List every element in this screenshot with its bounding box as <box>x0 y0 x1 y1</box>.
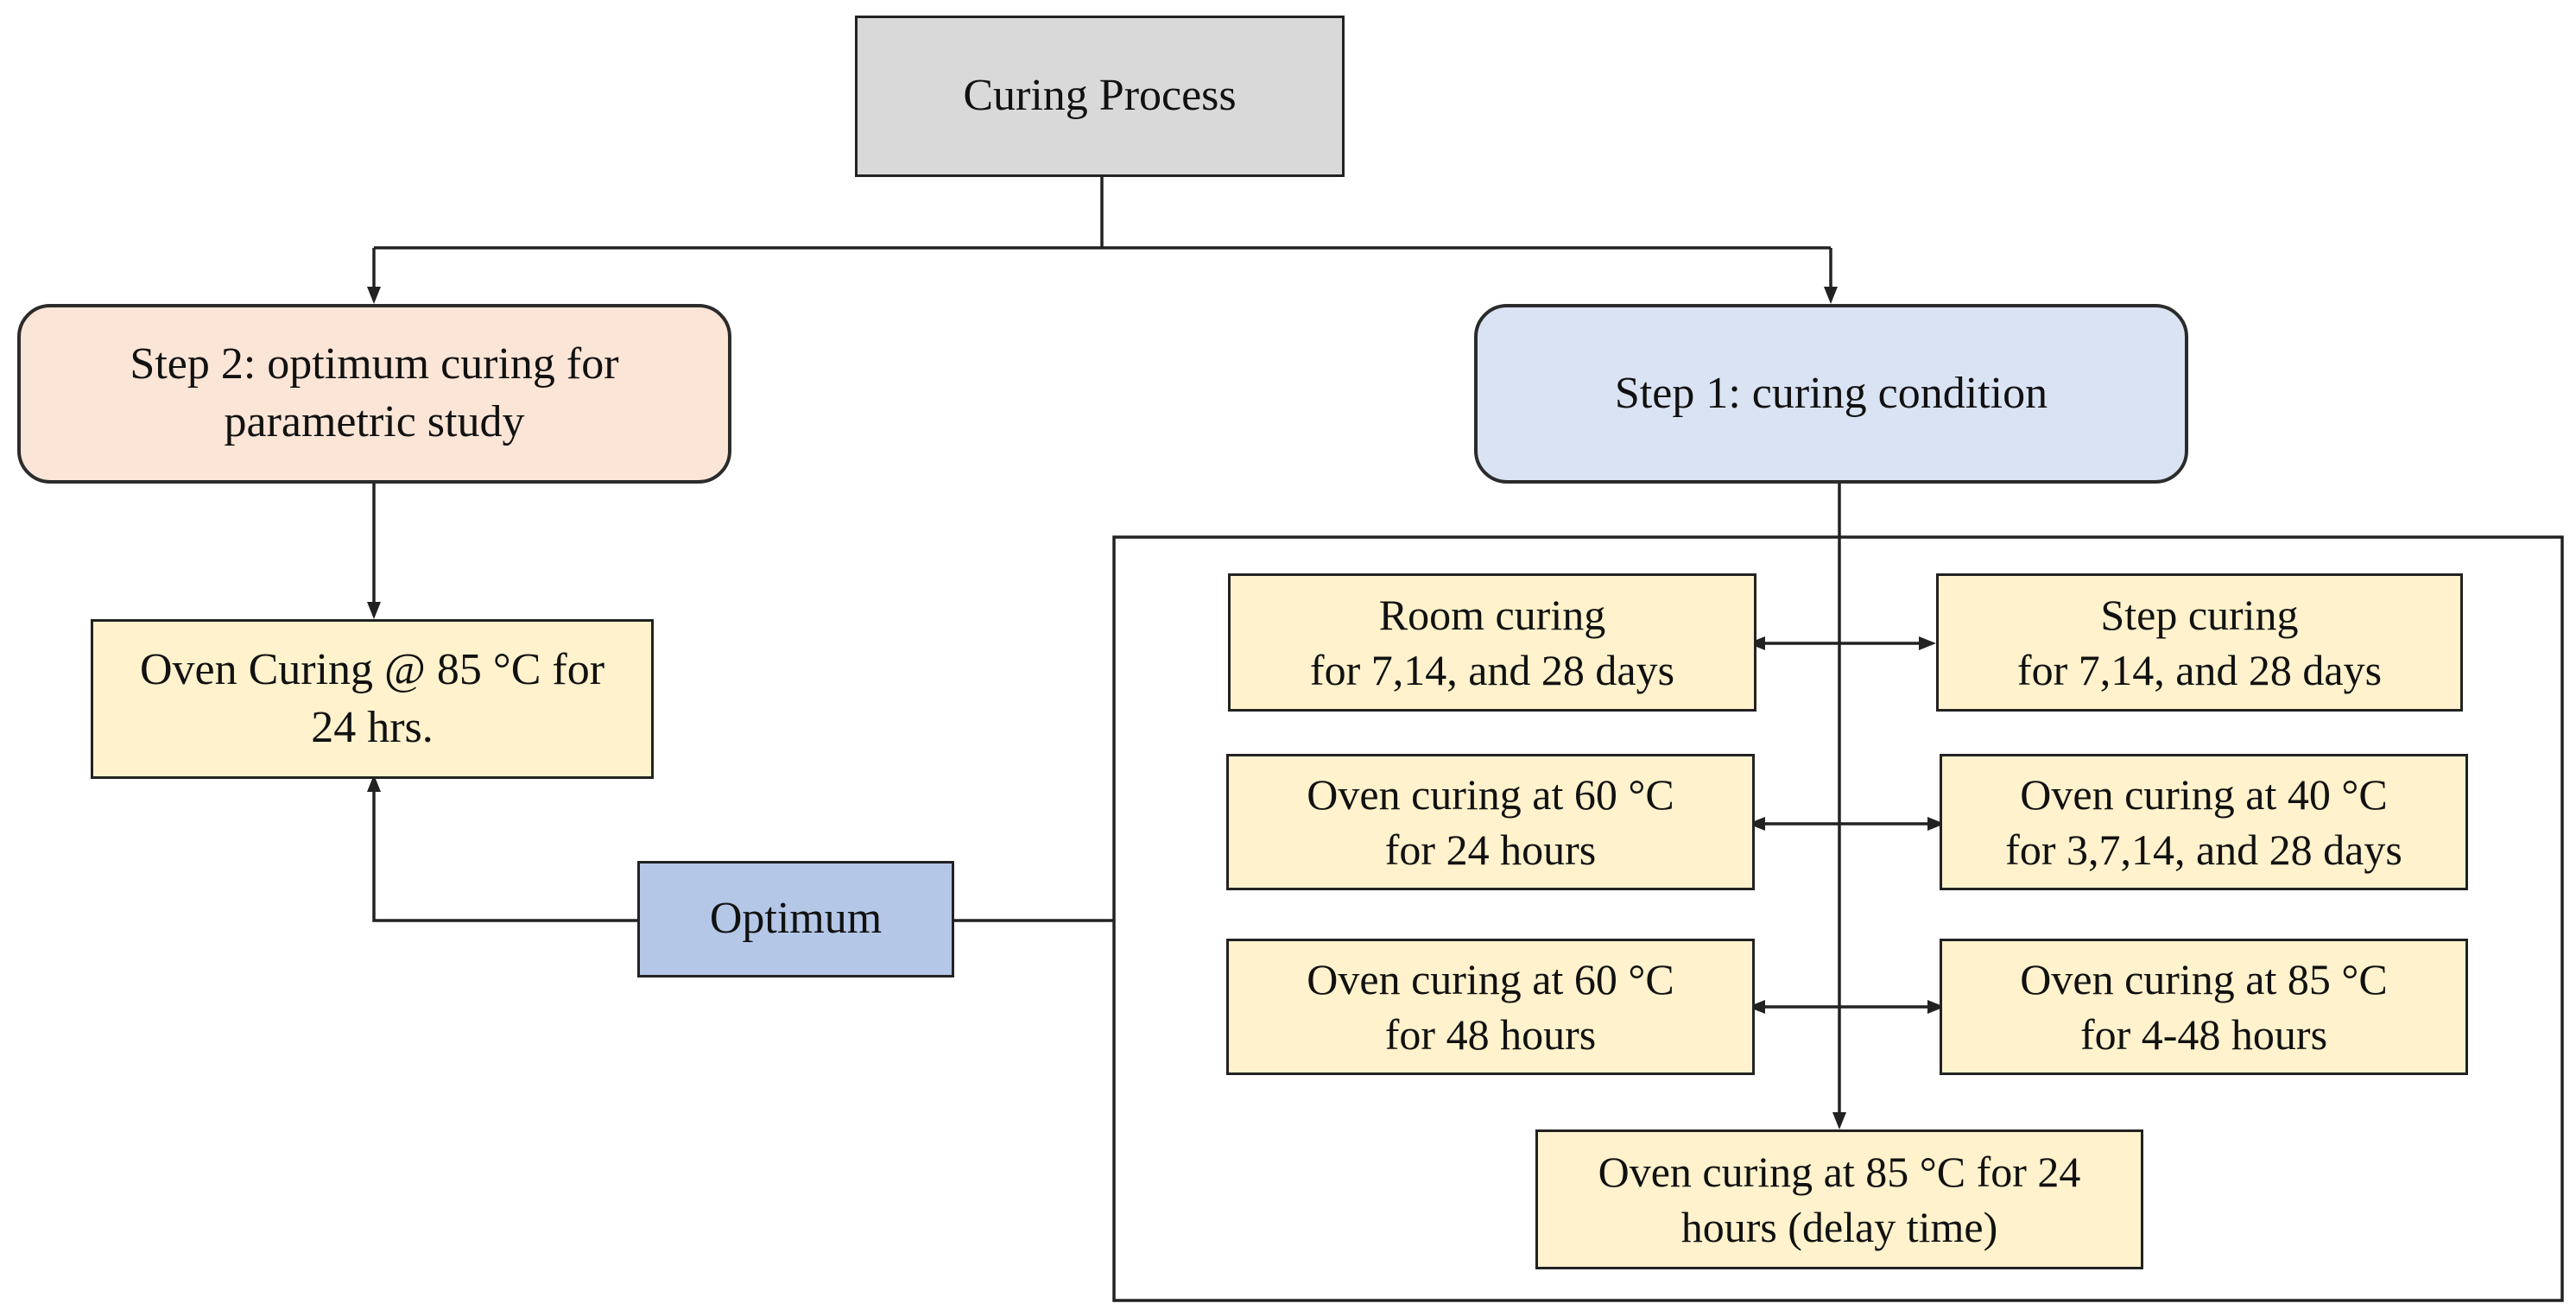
oven60-24hours-label: Oven curing at 60 °C for 24 hours <box>1307 770 1674 874</box>
oven85-4-48hours-label: Oven curing at 85 °C for 4-48 hours <box>2020 955 2388 1059</box>
delay-time-label: Oven curing at 85 °C for 24 hours (delay… <box>1598 1148 2081 1251</box>
arrowhead-step1 <box>1824 287 1838 304</box>
oven85-24hrs-box: Oven Curing @ 85 °C for 24 hrs. <box>91 619 654 779</box>
arrowhead-oven40-right <box>1927 817 1945 831</box>
oven60-48hours-label: Oven curing at 60 °C for 48 hours <box>1307 955 1674 1059</box>
step1-box: Step 1: curing condition <box>1474 304 2188 484</box>
oven60-24hours-box: Oven curing at 60 °C for 24 hours <box>1226 754 1755 890</box>
oven40-box: Oven curing at 40 °C for 3,7,14, and 28 … <box>1940 754 2468 890</box>
step-curing-box: Step curing for 7,14, and 28 days <box>1936 573 2463 712</box>
arrowhead-step-right <box>1919 636 1936 650</box>
step2-box: Step 2: optimum curing for parametric st… <box>17 304 731 484</box>
delay-time-box: Oven curing at 85 °C for 24 hours (delay… <box>1535 1129 2143 1269</box>
oven40-label: Oven curing at 40 °C for 3,7,14, and 28 … <box>2005 770 2402 874</box>
arrowhead-oven60a-left <box>1748 817 1765 831</box>
arrowhead-delay <box>1832 1112 1846 1129</box>
oven85-24hrs-label: Oven Curing @ 85 °C for 24 hrs. <box>139 644 605 752</box>
arrowhead-oven85b-right <box>1927 1000 1945 1014</box>
arrowhead-step2 <box>367 287 381 304</box>
step1-label: Step 1: curing condition <box>1614 368 2048 418</box>
step2-label: Step 2: optimum curing for parametric st… <box>130 339 619 446</box>
room-curing-label: Room curing for 7,14, and 28 days <box>1309 591 1675 694</box>
optimum-box: Optimum <box>637 861 954 978</box>
oven85-4-48hours-box: Oven curing at 85 °C for 4-48 hours <box>1940 939 2468 1075</box>
arrowhead-oven85 <box>367 602 381 619</box>
optimum-label: Optimum <box>709 894 883 944</box>
step-curing-label: Step curing for 7,14, and 28 days <box>2016 591 2383 694</box>
arrowhead-room-left <box>1748 636 1765 650</box>
arrowhead-oven60b-left <box>1748 1000 1765 1014</box>
oven60-48hours-box: Oven curing at 60 °C for 48 hours <box>1226 939 1755 1075</box>
curing-process-label: Curing Process <box>963 71 1237 121</box>
curing-process-box: Curing Process <box>855 16 1345 177</box>
arrowhead-optimum-up <box>367 775 381 792</box>
room-curing-box: Room curing for 7,14, and 28 days <box>1228 573 1756 712</box>
optimum-to-oven85-line <box>372 790 637 922</box>
